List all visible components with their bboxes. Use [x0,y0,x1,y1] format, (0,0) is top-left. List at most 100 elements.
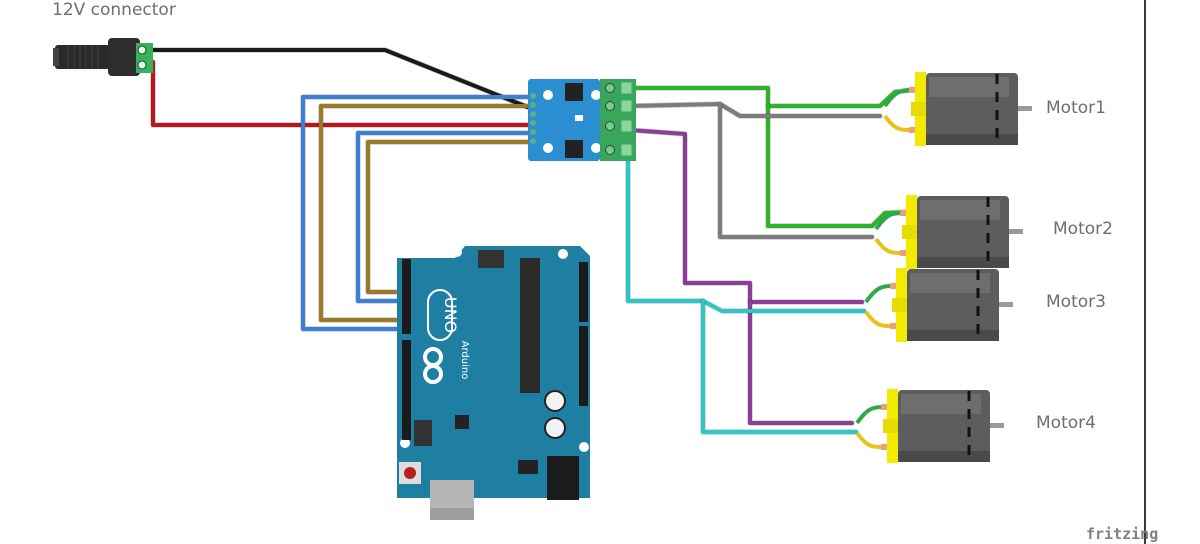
analog-header [579,262,588,322]
voltage-regulator [518,460,538,474]
motor3-label: Motor3 [1046,292,1106,312]
motor-highlight [901,394,981,414]
wire-cyan-m4-outline [700,298,859,435]
motor-highlight [920,200,1000,220]
motor-highlight [910,273,990,293]
motor-shaft [1018,106,1032,111]
input-pin [530,93,536,99]
motor-lead-yellow [864,310,893,328]
fritzing-watermark: fritzing [1086,525,1159,543]
motor-shaft [990,423,1004,428]
motor-lead-yellow [855,431,884,449]
wire-green-m2-outline [765,103,911,229]
icsp2-header [414,420,432,446]
mount-hole [543,90,553,100]
power-header [579,326,588,406]
motor-terminal [909,127,915,133]
wire-brown-1 [319,104,532,322]
barrel-plug [55,45,110,69]
frame-border [1144,0,1146,544]
input-pin [530,102,536,108]
uno-text: UNO [441,297,460,333]
motor-4 [855,389,1004,463]
wire-purple-m4-outline [747,299,855,426]
wire-blue-1 [301,95,532,331]
connector-housing [108,38,140,76]
mount-hole [543,143,553,153]
motor-lead-green [855,405,884,425]
motor-terminal [890,323,896,329]
motor-lead-green [883,88,912,108]
wire-brown-2 [366,140,532,294]
motor-brush-holder [911,102,929,116]
wire-red-12v-outline [150,59,533,128]
motor-shaft [999,302,1013,307]
arduino-text: Arduino [459,341,470,380]
input-pin [530,111,536,117]
motor-terminal [909,87,915,93]
digital-header-bottom [402,340,411,440]
motor-3 [864,268,1013,342]
wire-purple-m3 [628,128,864,304]
wire-gray-m2 [718,102,874,239]
motor-2 [874,195,1023,269]
atmega-chip [520,258,540,393]
motor-shaft [1009,229,1023,234]
led [575,115,583,121]
motor-lead-green [874,211,903,231]
input-pin [530,129,536,135]
terminal-screw-icon [605,145,615,155]
driver-pcb [528,79,600,161]
terminal-slot [620,99,633,113]
wire-gray-m1 [628,102,882,118]
terminal-screw-icon [605,83,615,93]
usb-port-lower [430,508,474,520]
uno-badge [427,289,453,341]
motor-terminal [881,404,887,410]
motor-1 [883,72,1032,146]
motor-shadow [926,134,1018,145]
motor-terminal [890,283,896,289]
digital-header-top [402,259,411,334]
motor-shadow [898,451,990,462]
motor-lead-yellow [883,114,912,132]
capacitor [544,390,566,412]
terminal-slot [620,81,633,95]
motor2-label: Motor2 [1053,219,1113,239]
terminal-screw-icon [605,101,615,111]
mount-hole [452,247,462,257]
wire-cyan-m3 [626,148,866,313]
motor-brush-holder [902,225,920,239]
mount-hole [400,438,410,448]
motor-brush-holder [892,298,910,312]
arduino-uno: UNO Arduino [397,246,590,520]
motor-terminal [900,210,906,216]
dc-jack [547,456,579,500]
motor-highlight [929,77,1009,97]
screw-icon [137,45,147,55]
motor-lead-yellow [874,237,903,255]
arduino-pcb [397,246,590,498]
input-pin [530,138,536,144]
mount-hole [558,249,568,259]
driver-ic-top [565,83,583,101]
motor-shadow [907,330,999,341]
terminal-screw-icon [605,121,615,131]
motor-shadow [917,257,1009,268]
icsp-header [478,250,504,268]
motor-brush-holder [883,419,901,433]
wire-red-12v [151,60,532,127]
usb-chip [455,415,469,429]
mount-hole [591,90,601,100]
wire-green-m2 [766,104,910,228]
reset-button-cap [404,467,416,479]
power-connector [53,38,153,76]
wire-cyan-m3-outline [625,147,867,314]
mount-hole [579,442,589,452]
mount-hole [591,143,601,153]
arduino-logo-icon [423,364,443,384]
driver-ic-bottom [565,140,583,158]
motor-terminal [881,444,887,450]
terminal-slot [620,143,633,157]
